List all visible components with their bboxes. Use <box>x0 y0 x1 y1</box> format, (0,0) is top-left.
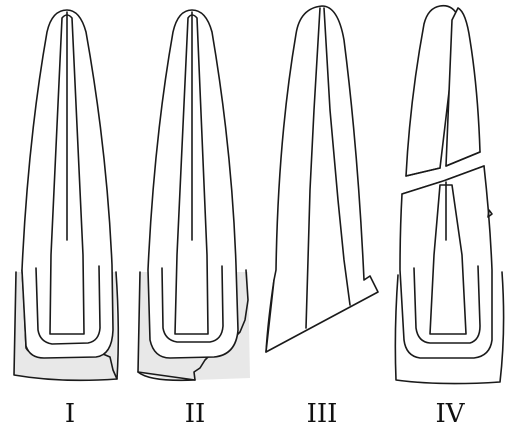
speck-mark <box>488 210 492 217</box>
tooth-body <box>266 6 378 352</box>
label-figure-3: III <box>307 399 338 429</box>
tooth-figure-4 <box>395 6 503 384</box>
label-figure-2: II <box>185 399 206 429</box>
tooth-figure-1 <box>14 10 118 380</box>
label-figure-4: IV <box>435 399 465 429</box>
label-figure-1: I <box>65 399 75 429</box>
tooth-figure-2 <box>138 10 250 380</box>
upper-fragment-right <box>446 8 480 166</box>
tooth-figure-3 <box>266 6 378 352</box>
